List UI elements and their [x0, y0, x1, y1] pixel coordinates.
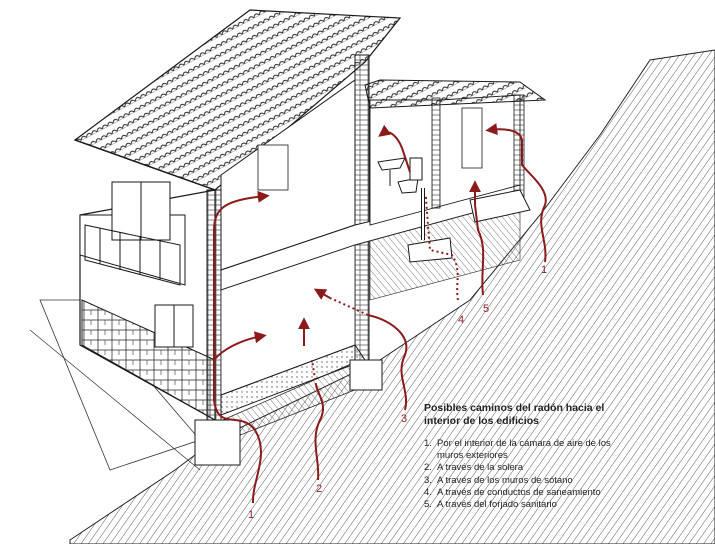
radon-paths	[213, 123, 547, 504]
legend-item-number: 4.	[424, 486, 432, 498]
legend-item-number: 2.	[424, 462, 432, 474]
legend-item-text: A través de la solera	[437, 462, 524, 474]
house-exterior	[79, 181, 216, 422]
legend-item-text: Por el interior de la cámara de aire de …	[437, 438, 611, 462]
legend-item-number: 1.	[424, 438, 432, 449]
legend-item-number: 5.	[424, 499, 432, 511]
path-label-4: 4	[458, 314, 464, 326]
legend-item: 2. A través de la solera	[424, 462, 709, 474]
legend-list: 1. Por el interior de la cámara de aire d…	[424, 438, 709, 511]
legend: Posibles caminos del radón hacia el inte…	[424, 402, 709, 511]
legend-item-text: A través de conductos de saneamiento	[437, 486, 601, 498]
legend-item-number: 3.	[424, 474, 432, 486]
path-label-1-right: 1	[541, 264, 547, 276]
path-label-3: 3	[401, 413, 407, 425]
legend-title: Posibles caminos del radón hacia el inte…	[424, 402, 605, 427]
legend-item-text: A través del forjado sanitario	[437, 499, 557, 511]
legend-item: 1. Por el interior de la cámara de aire d…	[424, 438, 709, 462]
radon-path-arrow	[213, 190, 270, 504]
legend-item: 4. A través de conductos de saneamiento	[424, 487, 709, 499]
main-roof	[73, 9, 402, 191]
path-label-5: 5	[483, 303, 489, 315]
path-label-2: 2	[316, 483, 322, 495]
legend-item: 3. A través de los muros de sótano	[424, 475, 709, 487]
path-label-1-left: 1	[248, 509, 254, 521]
legend-item-text: A través de los muros de sótano	[437, 474, 573, 486]
house-section	[194, 54, 547, 466]
legend-item: 5. A través del forjado sanitario	[424, 499, 709, 511]
